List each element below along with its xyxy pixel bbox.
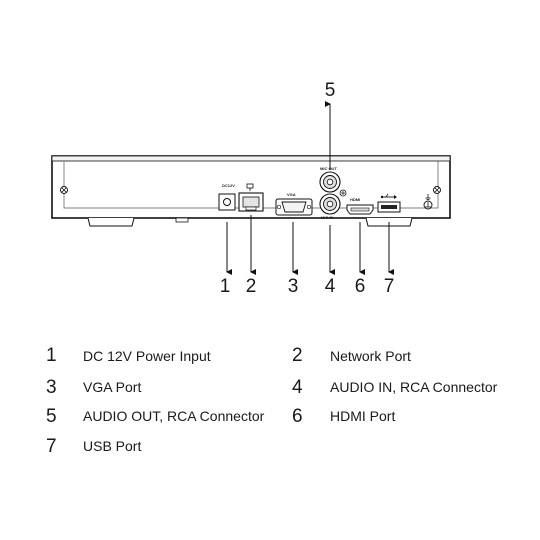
chassis-top-rim [51, 155, 451, 162]
usb-icon [380, 193, 397, 199]
callout-5: 5 [325, 80, 336, 101]
left-small-foot [175, 217, 189, 223]
network-icon [246, 183, 254, 191]
vga-port: VGA [275, 192, 313, 216]
mic-out-label: MIC OUT [320, 166, 337, 171]
hdmi-port: HDMI [346, 197, 374, 215]
dc-port-label: DC12V [222, 183, 235, 188]
chassis-screw-icon [339, 189, 347, 197]
network-port [238, 183, 264, 212]
callout-6: 6 [355, 276, 366, 297]
hdmi-port-label: HDMI [350, 197, 360, 202]
dc-power-port: DC12V [218, 183, 236, 211]
leader-lines [226, 101, 394, 275]
callout-4: 4 [325, 276, 336, 297]
callout-7: 7 [384, 276, 395, 297]
vga-port-label: VGA [287, 192, 296, 197]
left-foot [87, 217, 135, 227]
callout-3: 3 [288, 276, 299, 297]
ground-icon [423, 194, 433, 210]
usb-port [377, 193, 401, 213]
mic-in-port: MIC IN [319, 193, 341, 220]
callout-2: 2 [246, 276, 257, 297]
right-screw-icon [433, 186, 441, 194]
mic-out-port: MIC OUT [319, 166, 341, 193]
left-screw-icon [60, 186, 68, 194]
mic-in-label: MIC IN [321, 215, 334, 220]
callout-1: 1 [220, 276, 231, 297]
